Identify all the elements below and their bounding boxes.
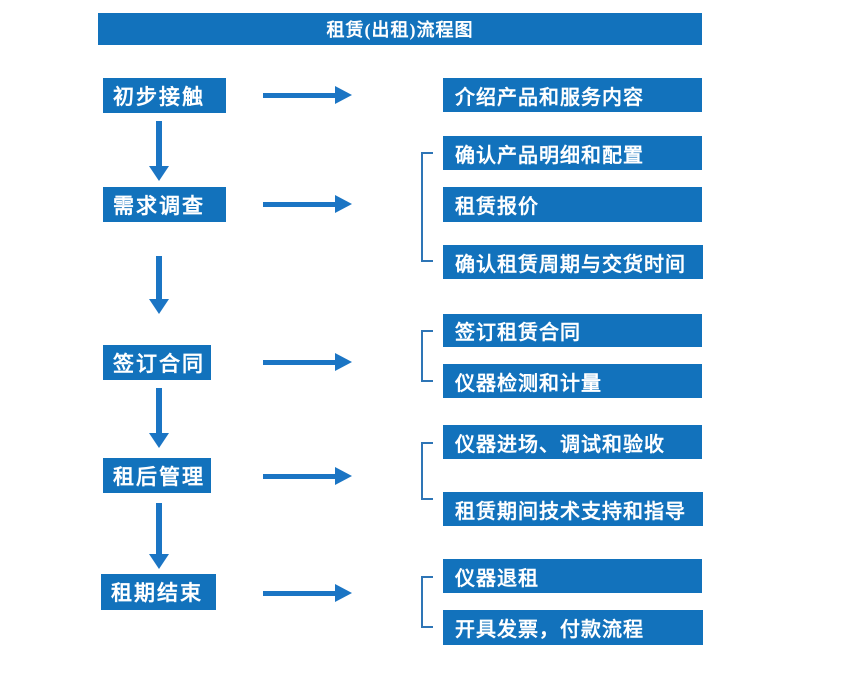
detail-sign-rental-contract: 签订租赁合同 [443, 314, 702, 347]
detail-introduce-products-services: 介绍产品和服务内容 [443, 78, 702, 112]
down-arrow-1-head [149, 166, 169, 181]
step-post-rental-management: 租后管理 [103, 458, 211, 493]
bracket-needs-survey-group [421, 152, 433, 262]
down-arrow-1 [148, 121, 170, 181]
detail-confirm-rental-period-delivery: 确认租赁周期与交货时间 [443, 245, 703, 279]
down-arrow-2 [148, 256, 170, 314]
right-arrow-4-shaft [263, 474, 336, 479]
detail-instrument-setup-acceptance: 仪器进场、调试和验收 [443, 425, 702, 459]
detail-invoice-payment: 开具发票，付款流程 [443, 610, 703, 645]
bracket-rental-end-group [421, 576, 433, 628]
right-arrow-2-head [335, 195, 352, 213]
right-arrow-3-shaft [263, 360, 336, 365]
down-arrow-3 [148, 388, 170, 448]
detail-instrument-inspection-calibration: 仪器检测和计量 [443, 364, 702, 398]
bracket-contract-group [421, 330, 433, 382]
detail-confirm-product-config: 确认产品明细和配置 [443, 136, 702, 170]
down-arrow-3-head [149, 433, 169, 448]
down-arrow-3-shaft [156, 388, 162, 433]
step-initial-contact: 初步接触 [103, 78, 226, 113]
step-needs-survey: 需求调查 [103, 187, 226, 222]
down-arrow-4-head [149, 554, 169, 569]
right-arrow-4-head [335, 467, 352, 485]
right-arrow-1-shaft [263, 93, 336, 98]
down-arrow-1-shaft [156, 121, 162, 166]
down-arrow-4-shaft [156, 503, 162, 554]
detail-instrument-return: 仪器退租 [443, 559, 702, 593]
flowchart-title: 租赁(出租)流程图 [98, 13, 702, 45]
right-arrow-2-shaft [263, 202, 336, 207]
detail-rental-quote: 租赁报价 [443, 187, 702, 222]
step-rental-end: 租期结束 [101, 574, 216, 610]
down-arrow-2-shaft [156, 256, 162, 299]
step-sign-contract: 签订合同 [103, 345, 211, 380]
right-arrow-5-shaft [263, 591, 336, 596]
right-arrow-3-head [335, 353, 352, 371]
down-arrow-2-head [149, 299, 169, 314]
right-arrow-5-head [335, 584, 352, 602]
bracket-management-group [421, 442, 433, 500]
right-arrow-1-head [335, 86, 352, 104]
down-arrow-4 [148, 503, 170, 569]
detail-rental-technical-support: 租赁期间技术支持和指导 [443, 492, 703, 526]
